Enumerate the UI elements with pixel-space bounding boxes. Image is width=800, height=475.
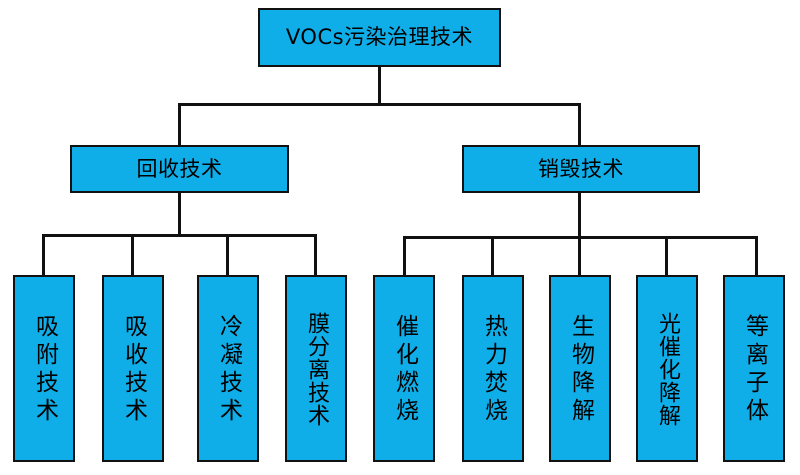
node-leaf-biodegradation-label: 生物降解 [567, 313, 594, 426]
node-leaf-catalytic-combustion[interactable]: 催化燃烧 [373, 275, 435, 462]
connector-destruction-stem [578, 193, 581, 239]
node-root[interactable]: VOCs污染治理技术 [258, 8, 501, 67]
connector-drop-branch-1 [578, 103, 581, 145]
node-leaf-adsorption-label: 吸附技术 [31, 313, 58, 426]
node-leaf-absorption[interactable]: 吸收技术 [102, 275, 164, 462]
node-root-label: VOCs污染治理技术 [285, 25, 474, 49]
connector-recovery-stem [178, 193, 181, 236]
connector-drop-leaf-7 [665, 236, 668, 276]
connector-drop-branch-0 [178, 103, 181, 145]
node-leaf-adsorption[interactable]: 吸附技术 [13, 275, 75, 462]
node-leaf-photocatalytic-degradation-label: 光催化降解 [655, 312, 680, 427]
node-leaf-membrane-separation[interactable]: 膜分离技术 [285, 275, 347, 462]
node-leaf-thermal-incineration-label: 热力焚烧 [480, 313, 507, 426]
connector-drop-leaf-0 [42, 234, 45, 276]
connector-drop-leaf-8 [755, 236, 758, 276]
node-leaf-plasma[interactable]: 等离子体 [723, 275, 785, 462]
node-leaf-membrane-separation-label: 膜分离技术 [304, 312, 329, 427]
connector-level1-bus [178, 103, 581, 106]
connector-drop-leaf-5 [491, 236, 494, 276]
node-leaf-photocatalytic-degradation[interactable]: 光催化降解 [636, 275, 698, 462]
node-branch-destruction-label: 销毁技术 [538, 156, 624, 181]
connector-root-stem [378, 67, 381, 104]
node-leaf-biodegradation[interactable]: 生物降解 [549, 275, 611, 462]
connector-drop-leaf-2 [226, 234, 229, 276]
node-leaf-catalytic-combustion-label: 催化燃烧 [391, 313, 418, 426]
node-branch-recovery[interactable]: 回收技术 [70, 145, 289, 193]
node-leaf-thermal-incineration[interactable]: 热力焚烧 [462, 275, 524, 462]
node-branch-recovery-label: 回收技术 [136, 156, 223, 181]
connector-recovery-bus [42, 234, 317, 237]
connector-drop-leaf-1 [131, 234, 134, 276]
connector-drop-leaf-4 [403, 236, 406, 276]
node-leaf-absorption-label: 吸收技术 [120, 313, 147, 426]
node-leaf-plasma-label: 等离子体 [741, 313, 768, 426]
node-leaf-condensation-label: 冷凝技术 [215, 313, 242, 426]
connector-drop-leaf-6 [578, 236, 581, 276]
node-leaf-condensation[interactable]: 冷凝技术 [197, 275, 259, 462]
connector-drop-leaf-3 [314, 234, 317, 276]
node-branch-destruction[interactable]: 销毁技术 [462, 145, 700, 193]
